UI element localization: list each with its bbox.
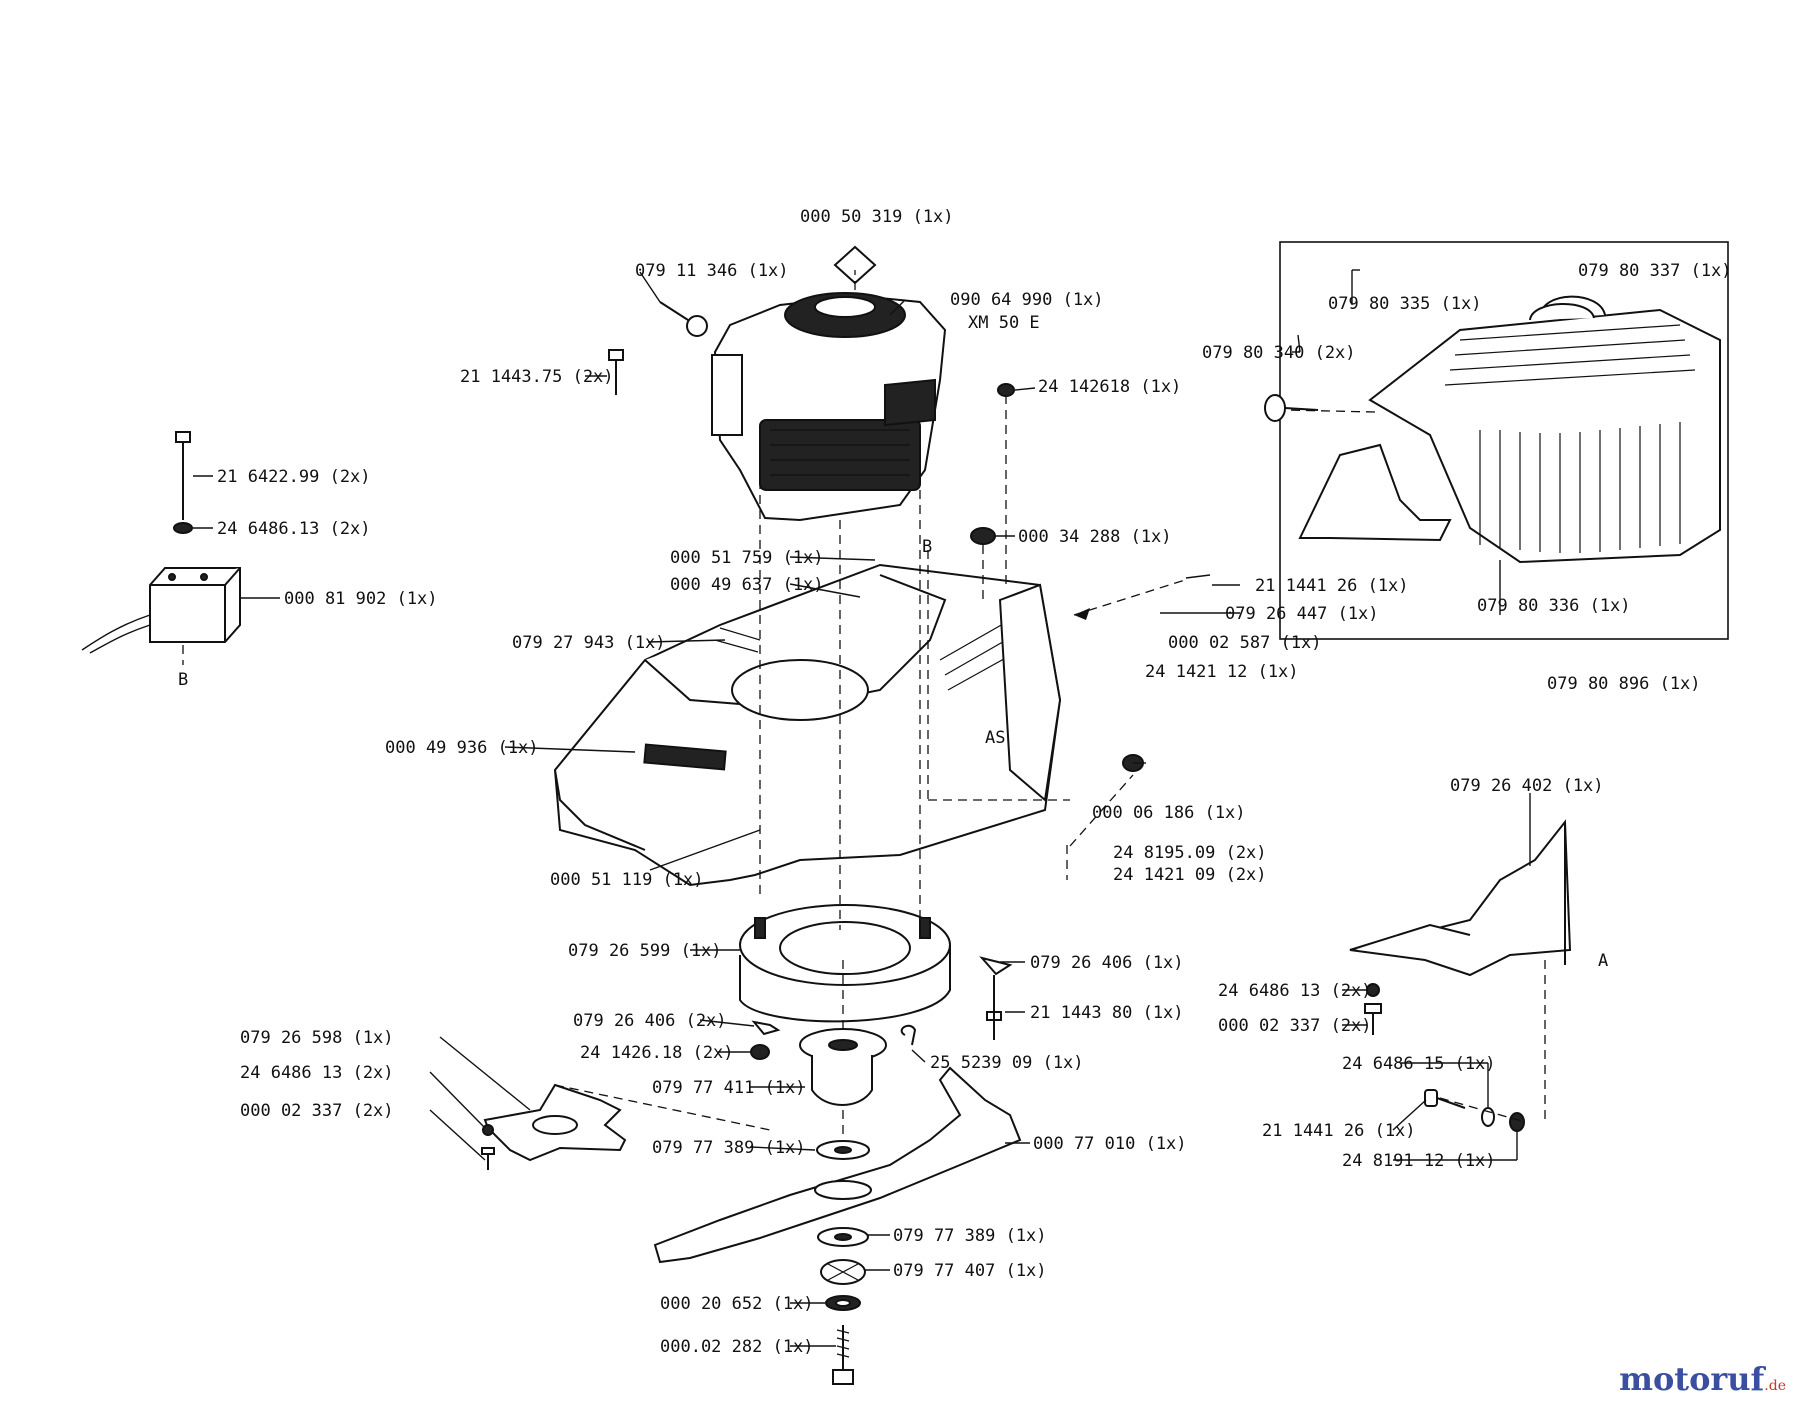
mulch-plate-illustration <box>1349 819 1572 1132</box>
label-washer-a: 24 8195.09 (2x) <box>1113 843 1267 863</box>
blade-hub-illustration <box>799 1028 887 1106</box>
label-nut-2x: 24 1426.18 (2x) <box>580 1043 734 1063</box>
label-ring: 079 26 599 (1x) <box>568 941 722 961</box>
blade-illustration <box>653 1066 1022 1264</box>
label-blade-plate: 079 77 407 (1x) <box>893 1261 1047 1281</box>
fan-plate-illustration <box>481 1083 627 1170</box>
label-switch-b: B <box>178 670 188 690</box>
label-engine-top-sign: 000 50 319 (1x) <box>800 207 954 227</box>
label-engine-bolt: 21 1443.75 (2x) <box>460 367 614 387</box>
switch-box-illustration <box>81 431 241 665</box>
label-fan-washer: 24 6486 13 (2x) <box>240 1063 394 1083</box>
label-ring-bolt: 21 1443 80 (1x) <box>1030 1003 1184 1023</box>
label-mulch-plate: 079 26 402 (1x) <box>1450 776 1604 796</box>
label-deck-nut: 000 34 288 (1x) <box>1018 527 1172 547</box>
label-blade-washer: 079 77 389 (1x) <box>893 1226 1047 1246</box>
label-mulch-bolt: 21 1441 26 (1x) <box>1262 1121 1416 1141</box>
label-blade-washer-top: 079 77 389 (1x) <box>652 1138 806 1158</box>
label-deck-label-b: 000 49 637 (1x) <box>670 575 824 595</box>
label-fan-plate: 079 26 598 (1x) <box>240 1028 394 1048</box>
label-deck-label-a: 000 51 759 (1x) <box>670 548 824 568</box>
label-ring-bracket: 079 26 406 (1x) <box>1030 953 1184 973</box>
label-blade-bolt: 000.02 282 (1x) <box>660 1337 814 1357</box>
assembly-lines <box>554 270 1546 1135</box>
grass-catcher-illustration <box>1264 295 1721 564</box>
label-switch-bolt: 21 6422.99 (2x) <box>217 467 371 487</box>
label-as-mark: AS <box>985 728 1005 748</box>
part-labels: 000 50 319 (1x) 079 11 346 (1x) 090 64 9… <box>178 207 1732 1357</box>
label-engine-nut: 24 142618 (1x) <box>1038 377 1181 397</box>
label-a-mark: A <box>1598 951 1608 971</box>
label-catcher-bag: 079 80 336 (1x) <box>1477 596 1631 616</box>
label-flap-spacer: 079 26 447 (1x) <box>1225 604 1379 624</box>
label-nut-a: 24 1421 09 (2x) <box>1113 865 1267 885</box>
label-fan-screw: 000 02 337 (2x) <box>240 1101 394 1121</box>
label-deck: 079 27 943 (1x) <box>512 633 666 653</box>
label-bracket-2x: 079 26 406 (2x) <box>573 1011 727 1031</box>
label-deck-sticker: 000 49 936 (1x) <box>385 738 539 758</box>
engine-illustration <box>711 245 947 522</box>
label-mulch-nut: 24 8191 12 (1x) <box>1342 1151 1496 1171</box>
label-key: 25 5239 09 (1x) <box>930 1053 1084 1073</box>
label-catcher-assembly: 079 80 896 (1x) <box>1547 674 1701 694</box>
label-spring-washer: 000 20 652 (1x) <box>660 1294 814 1314</box>
leader-lines <box>193 269 1531 1347</box>
label-flap-washer: 000 02 587 (1x) <box>1168 633 1322 653</box>
label-catcher-bolt: 079 80 340 (2x) <box>1202 343 1356 363</box>
mower-deck-illustration <box>553 563 1062 887</box>
ring-bracket-parts <box>750 956 1013 1060</box>
label-blade: 000 77 010 (1x) <box>1033 1134 1187 1154</box>
label-hub: 079 77 411 (1x) <box>652 1078 806 1098</box>
engine-screws <box>608 301 1144 772</box>
label-catcher-handle: 079 80 337 (1x) <box>1578 261 1732 281</box>
label-mulch-screw: 000 02 337 (2x) <box>1218 1016 1372 1036</box>
catcher-group-frame <box>1279 241 1729 640</box>
label-mulch-washer2: 24 6486 15 (1x) <box>1342 1054 1496 1074</box>
watermark-logo: motoruf.de <box>1619 1360 1786 1398</box>
label-catcher-top: 079 80 335 (1x) <box>1328 294 1482 314</box>
label-deck-nut2: 000 06 186 (1x) <box>1092 803 1246 823</box>
baffle-ring-illustration <box>739 904 951 1023</box>
label-engine: 090 64 990 (1x) <box>950 290 1104 310</box>
blade-fastener-stack <box>817 1227 869 1385</box>
label-deck-sticker2: 000 51 119 (1x) <box>550 870 704 890</box>
label-flap-bolt: 21 1441 26 (1x) <box>1255 576 1409 596</box>
label-deck-b: B <box>922 537 932 557</box>
label-engine-model: XM 50 E <box>968 313 1040 333</box>
label-switch-washer: 24 6486.13 (2x) <box>217 519 371 539</box>
label-switch-box: 000 81 902 (1x) <box>284 589 438 609</box>
label-engine-cap: 079 11 346 (1x) <box>635 261 789 281</box>
label-mulch-washer: 24 6486 13 (2x) <box>1218 981 1372 1001</box>
label-flap-nut: 24 1421 12 (1x) <box>1145 662 1299 682</box>
